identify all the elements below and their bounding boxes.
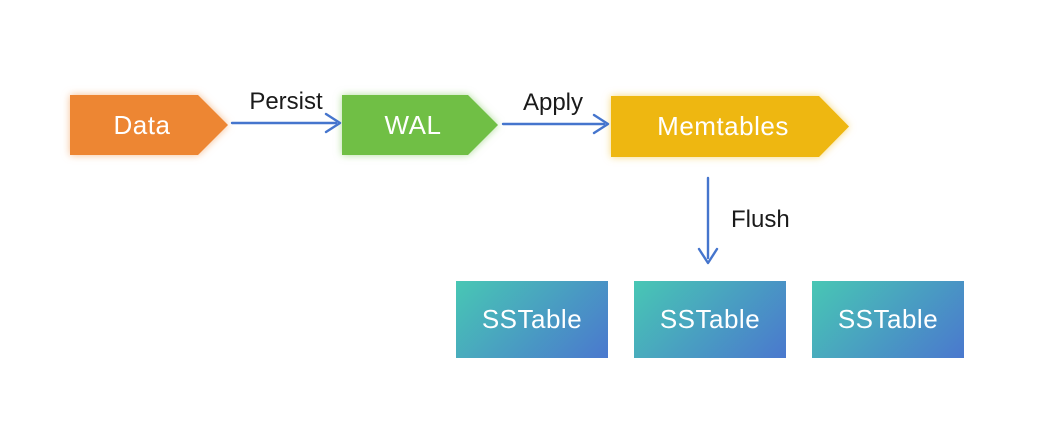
apply-arrow-head — [592, 113, 610, 135]
sstable-box: SSTable — [812, 281, 964, 358]
memtables-node-label: Memtables — [657, 111, 789, 141]
sstable-box-label: SSTable — [837, 304, 939, 334]
sstable-box-label: SSTable — [659, 304, 761, 334]
sstable-box-label: SSTable — [481, 304, 583, 334]
wal-node-shape: WAL — [342, 95, 498, 155]
persist-arrow-head — [324, 112, 342, 134]
apply-edge-label: Apply — [522, 89, 584, 116]
sstable-box: SSTable — [456, 281, 608, 358]
flush-edge-label: Flush — [731, 206, 790, 233]
wal-node: WAL — [342, 95, 498, 155]
flush-arrow-head — [697, 247, 719, 265]
data-node-shape: Data — [70, 95, 228, 155]
persist-edge-label: Persist — [249, 88, 323, 115]
data-node-label: Data — [113, 109, 171, 140]
data-node: Data — [70, 95, 228, 155]
sstable-box: SSTable — [634, 281, 786, 358]
wal-node-label: WAL — [384, 109, 442, 140]
memtables-node: Memtables — [611, 96, 849, 157]
memtables-node-shape: Memtables — [611, 96, 849, 157]
